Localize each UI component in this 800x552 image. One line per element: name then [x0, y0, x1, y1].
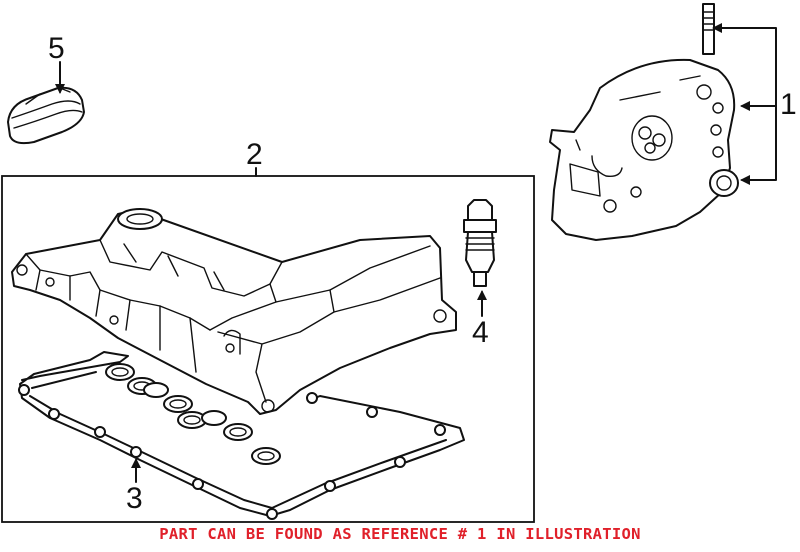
- callout-3: 3: [126, 482, 143, 515]
- callout-4: 4: [472, 316, 489, 349]
- callout-5: 5: [48, 32, 65, 65]
- arrowhead-1c: [740, 175, 750, 185]
- arrowhead-1a: [712, 23, 722, 33]
- arrowhead-3: [131, 458, 141, 468]
- crank-seal: [709, 169, 739, 197]
- arrowhead-4: [477, 290, 487, 300]
- timing-cover: [549, 3, 739, 241]
- callout-1: 1: [780, 88, 797, 121]
- arrowhead-1b: [740, 101, 750, 111]
- pcv-valve: [463, 199, 497, 287]
- arrowhead-5: [55, 84, 65, 94]
- callout-2: 2: [246, 138, 263, 171]
- reference-note: PART CAN BE FOUND AS REFERENCE # 1 IN IL…: [159, 525, 641, 543]
- group-box: [1, 175, 535, 523]
- valve-cover-gasket: [18, 351, 465, 520]
- oil-filler-cap: [7, 86, 85, 145]
- valve-cover: [11, 208, 457, 415]
